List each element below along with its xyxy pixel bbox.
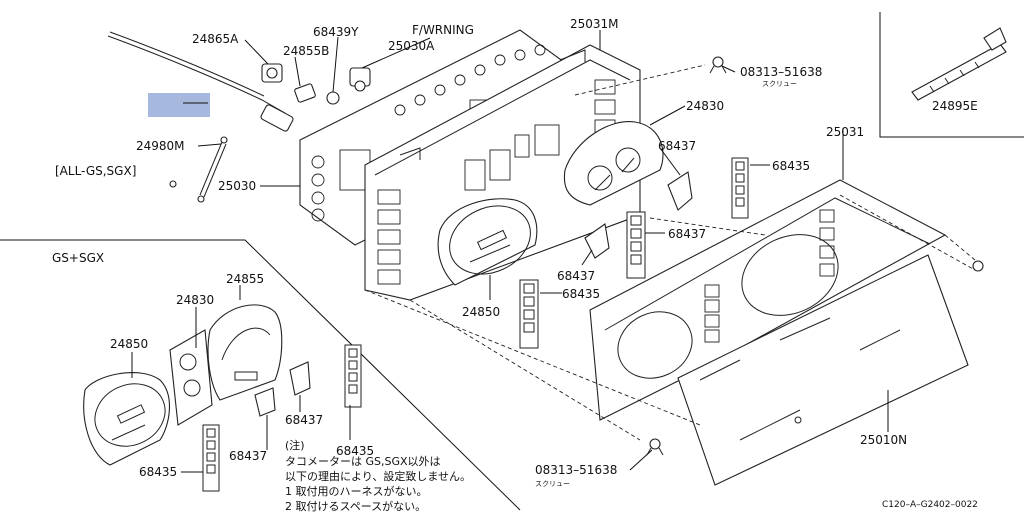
label-24850: 24850 [462,305,500,319]
label-screw-bottom: スクリュー [535,480,570,488]
screw-08313-top [709,56,727,74]
indicator-strip-68435-gs-a [344,344,362,408]
meter-24855-gs [207,304,283,401]
label-gs-68435-b: 68435 [139,465,177,479]
indicator-strip-68435-gs-b [202,424,220,492]
screw-08313-bottom [646,438,664,456]
label-25031: 25031 [826,125,864,139]
label-gs-68435-a: 68435 [336,444,374,458]
speedometer-24850-gs [83,372,171,466]
label-68437-c: 68437 [557,269,595,283]
filter-68437-gs-a [289,361,311,396]
label-24980m: 24980M [136,139,185,153]
note-line-2: 以下の理由により、設定致しません。 [285,469,471,483]
label-gs-24850: 24850 [110,337,148,351]
label-68437-a: 68437 [658,139,696,153]
label-25031m: 25031M [570,17,619,31]
label-25030a: 25030A [388,39,435,53]
inset-box-24895e [879,12,1024,138]
indicator-strip-68435-a [731,157,749,219]
highlight-marker [148,93,210,117]
indicator-strip-68437-c [626,211,646,279]
label-68435-a: 68435 [772,159,810,173]
bulb-68439y [326,91,340,105]
bulb-25030a [349,67,371,92]
label-24865a: 24865A [192,32,239,46]
clip-24895e [911,27,1007,101]
note-line-1: タコメーターは GS,SGX以外は [285,455,441,468]
label-08313-bottom: 08313–51638 [535,463,617,477]
label-24855b: 24855B [283,44,329,58]
screw-right [972,260,984,272]
gs-sgx-section-border [0,239,521,511]
bulb-24855b [294,83,316,103]
tachometer-24830 [563,121,664,206]
label-08313-top: 08313–51638 [740,65,822,79]
label-24895e: 24895E [932,99,978,113]
label-screw-top: スクリュー [762,80,797,88]
label-gs-24855: 24855 [226,272,264,286]
speedometer-cable [107,35,286,114]
label-fwarning: F/WRNING [412,23,474,37]
bulb-24865a [261,63,283,83]
label-25030: 25030 [218,179,256,193]
label-note-marker: (注) [285,438,305,452]
label-24830: 24830 [686,99,724,113]
speedometer-24850 [437,198,538,286]
note-line-4: 2 取付けるスペースがない。 [285,499,426,513]
meter-glass-25010n [677,254,969,486]
cluster-lid-25031 [589,179,947,421]
label-68437-b: 68437 [668,227,706,241]
label-gs-68437-b: 68437 [229,449,267,463]
tachometer-24830-gs [169,329,213,426]
label-gs-sgx: GS+SGX [52,251,104,265]
drawing-code: C120–A–G2402–0022 [882,500,978,510]
label-68435-b: 68435 [562,287,600,301]
label-68439y: 68439Y [313,25,359,39]
label-gs-68437-a: 68437 [285,413,323,427]
indicator-strip-68435-b [519,279,539,349]
filter-68437-gs-b [254,387,276,417]
label-gs-24830: 24830 [176,293,214,307]
label-25010n: 25010N [860,433,907,447]
filter-68437-a [667,171,693,211]
note-line-3: 1 取付用のハーネスがない。 [285,484,428,498]
harness-24980m [199,141,223,196]
label-all-gs-sgx: [ALL-GS,SGX] [55,164,136,178]
